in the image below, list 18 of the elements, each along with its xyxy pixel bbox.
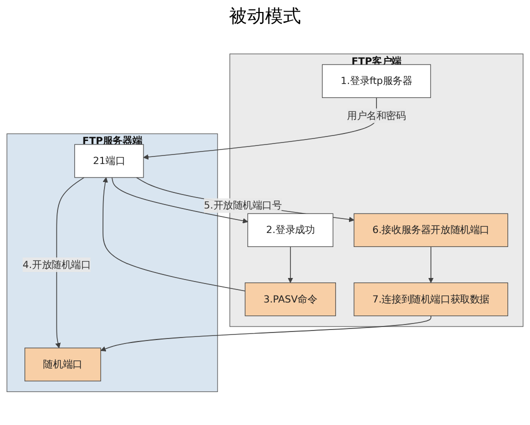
arrow	[100, 315, 432, 352]
arrow	[428, 246, 434, 283]
node-box: 3.PASV命令	[244, 282, 336, 316]
arrow	[288, 246, 294, 283]
node-box: 2.登录成功	[247, 213, 334, 247]
node-box: 7.连接到随机端口获取数据	[354, 282, 508, 316]
node-box: 6.接收服务器开放随机端口	[354, 213, 508, 247]
edge-label: 5.开放随机端口号	[204, 199, 282, 211]
arrow	[102, 176, 246, 292]
node-box: 1.登录ftp服务器	[322, 64, 431, 98]
diagram-title: 被动模式	[228, 5, 302, 28]
edge-label: 4.开放随机端口	[22, 258, 91, 270]
arrow	[143, 96, 377, 160]
arrow	[112, 176, 248, 224]
node-box: 21端口	[74, 144, 144, 178]
arrow	[55, 176, 84, 348]
edge-label: 用户名和密码	[347, 109, 406, 121]
node-box: 随机端口	[24, 347, 102, 381]
